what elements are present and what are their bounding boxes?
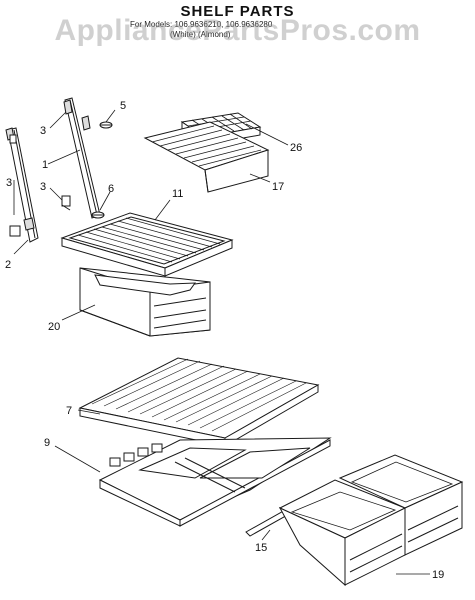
leader-lines <box>13 109 430 575</box>
shelf-support-rail-right <box>61 97 101 219</box>
screw-5 <box>99 121 113 129</box>
callout-3-left: 3 <box>6 177 12 189</box>
callout-3-upper: 3 <box>40 125 46 137</box>
crisper-cover-shelf <box>78 357 320 447</box>
model-numbers: For Models: 106.9636210, 106.9636280 (Wh… <box>130 20 360 40</box>
callout-19: 19 <box>432 569 444 581</box>
callout-26: 26 <box>290 142 302 154</box>
callout-20: 20 <box>48 321 60 333</box>
callout-11: 11 <box>172 188 183 200</box>
shelf-support-rail-left <box>5 127 39 243</box>
callout-15: 15 <box>255 542 267 554</box>
callout-1: 1 <box>42 159 48 171</box>
callout-9: 9 <box>44 437 50 449</box>
callout-7: 7 <box>66 405 72 417</box>
freezer-shelf <box>143 121 270 193</box>
crisper-drawer-right <box>338 454 464 556</box>
model-line-2: (White) (Almond) <box>170 30 231 39</box>
callout-17: 17 <box>272 181 284 193</box>
callout-2: 2 <box>5 259 11 271</box>
glass-shelf-upper <box>60 212 234 277</box>
callout-3-middle: 3 <box>40 181 46 193</box>
page-title: SHELF PARTS <box>180 3 295 20</box>
callout-5: 5 <box>120 100 126 112</box>
screw-6 <box>91 211 105 219</box>
crisper-cover-frame <box>98 437 332 527</box>
model-line-1: For Models: 106.9636210, 106.9636280 <box>130 20 273 29</box>
crisper-drawer-left <box>278 479 407 587</box>
callout-6: 6 <box>108 183 114 195</box>
meat-drawer <box>79 267 211 337</box>
